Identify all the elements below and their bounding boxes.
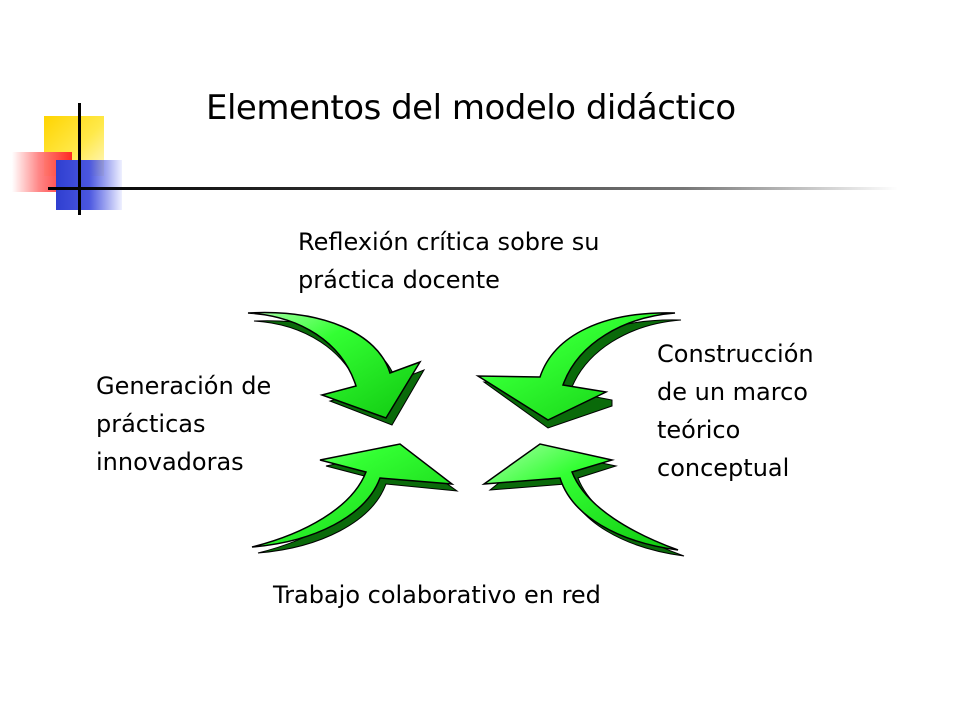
label-construccion: Construcción de un marco teórico concept… bbox=[657, 340, 814, 482]
curved-arrow-bottom-right-icon bbox=[481, 443, 685, 557]
slide-title: Elementos del modelo didáctico bbox=[206, 88, 736, 128]
decor-blue-square bbox=[56, 160, 122, 210]
decor-vertical-line bbox=[78, 103, 81, 215]
curved-arrow-top-right-icon bbox=[475, 312, 682, 429]
curved-arrow-top-left-icon bbox=[247, 311, 426, 426]
title-underline bbox=[48, 187, 898, 190]
curved-arrow-bottom-left-icon bbox=[251, 443, 459, 554]
label-trabajo: Trabajo colaborativo en red bbox=[273, 581, 601, 609]
label-generacion: Generación de prácticas innovadoras bbox=[96, 372, 272, 476]
label-reflexion: Reflexión crítica sobre su práctica doce… bbox=[298, 228, 600, 294]
